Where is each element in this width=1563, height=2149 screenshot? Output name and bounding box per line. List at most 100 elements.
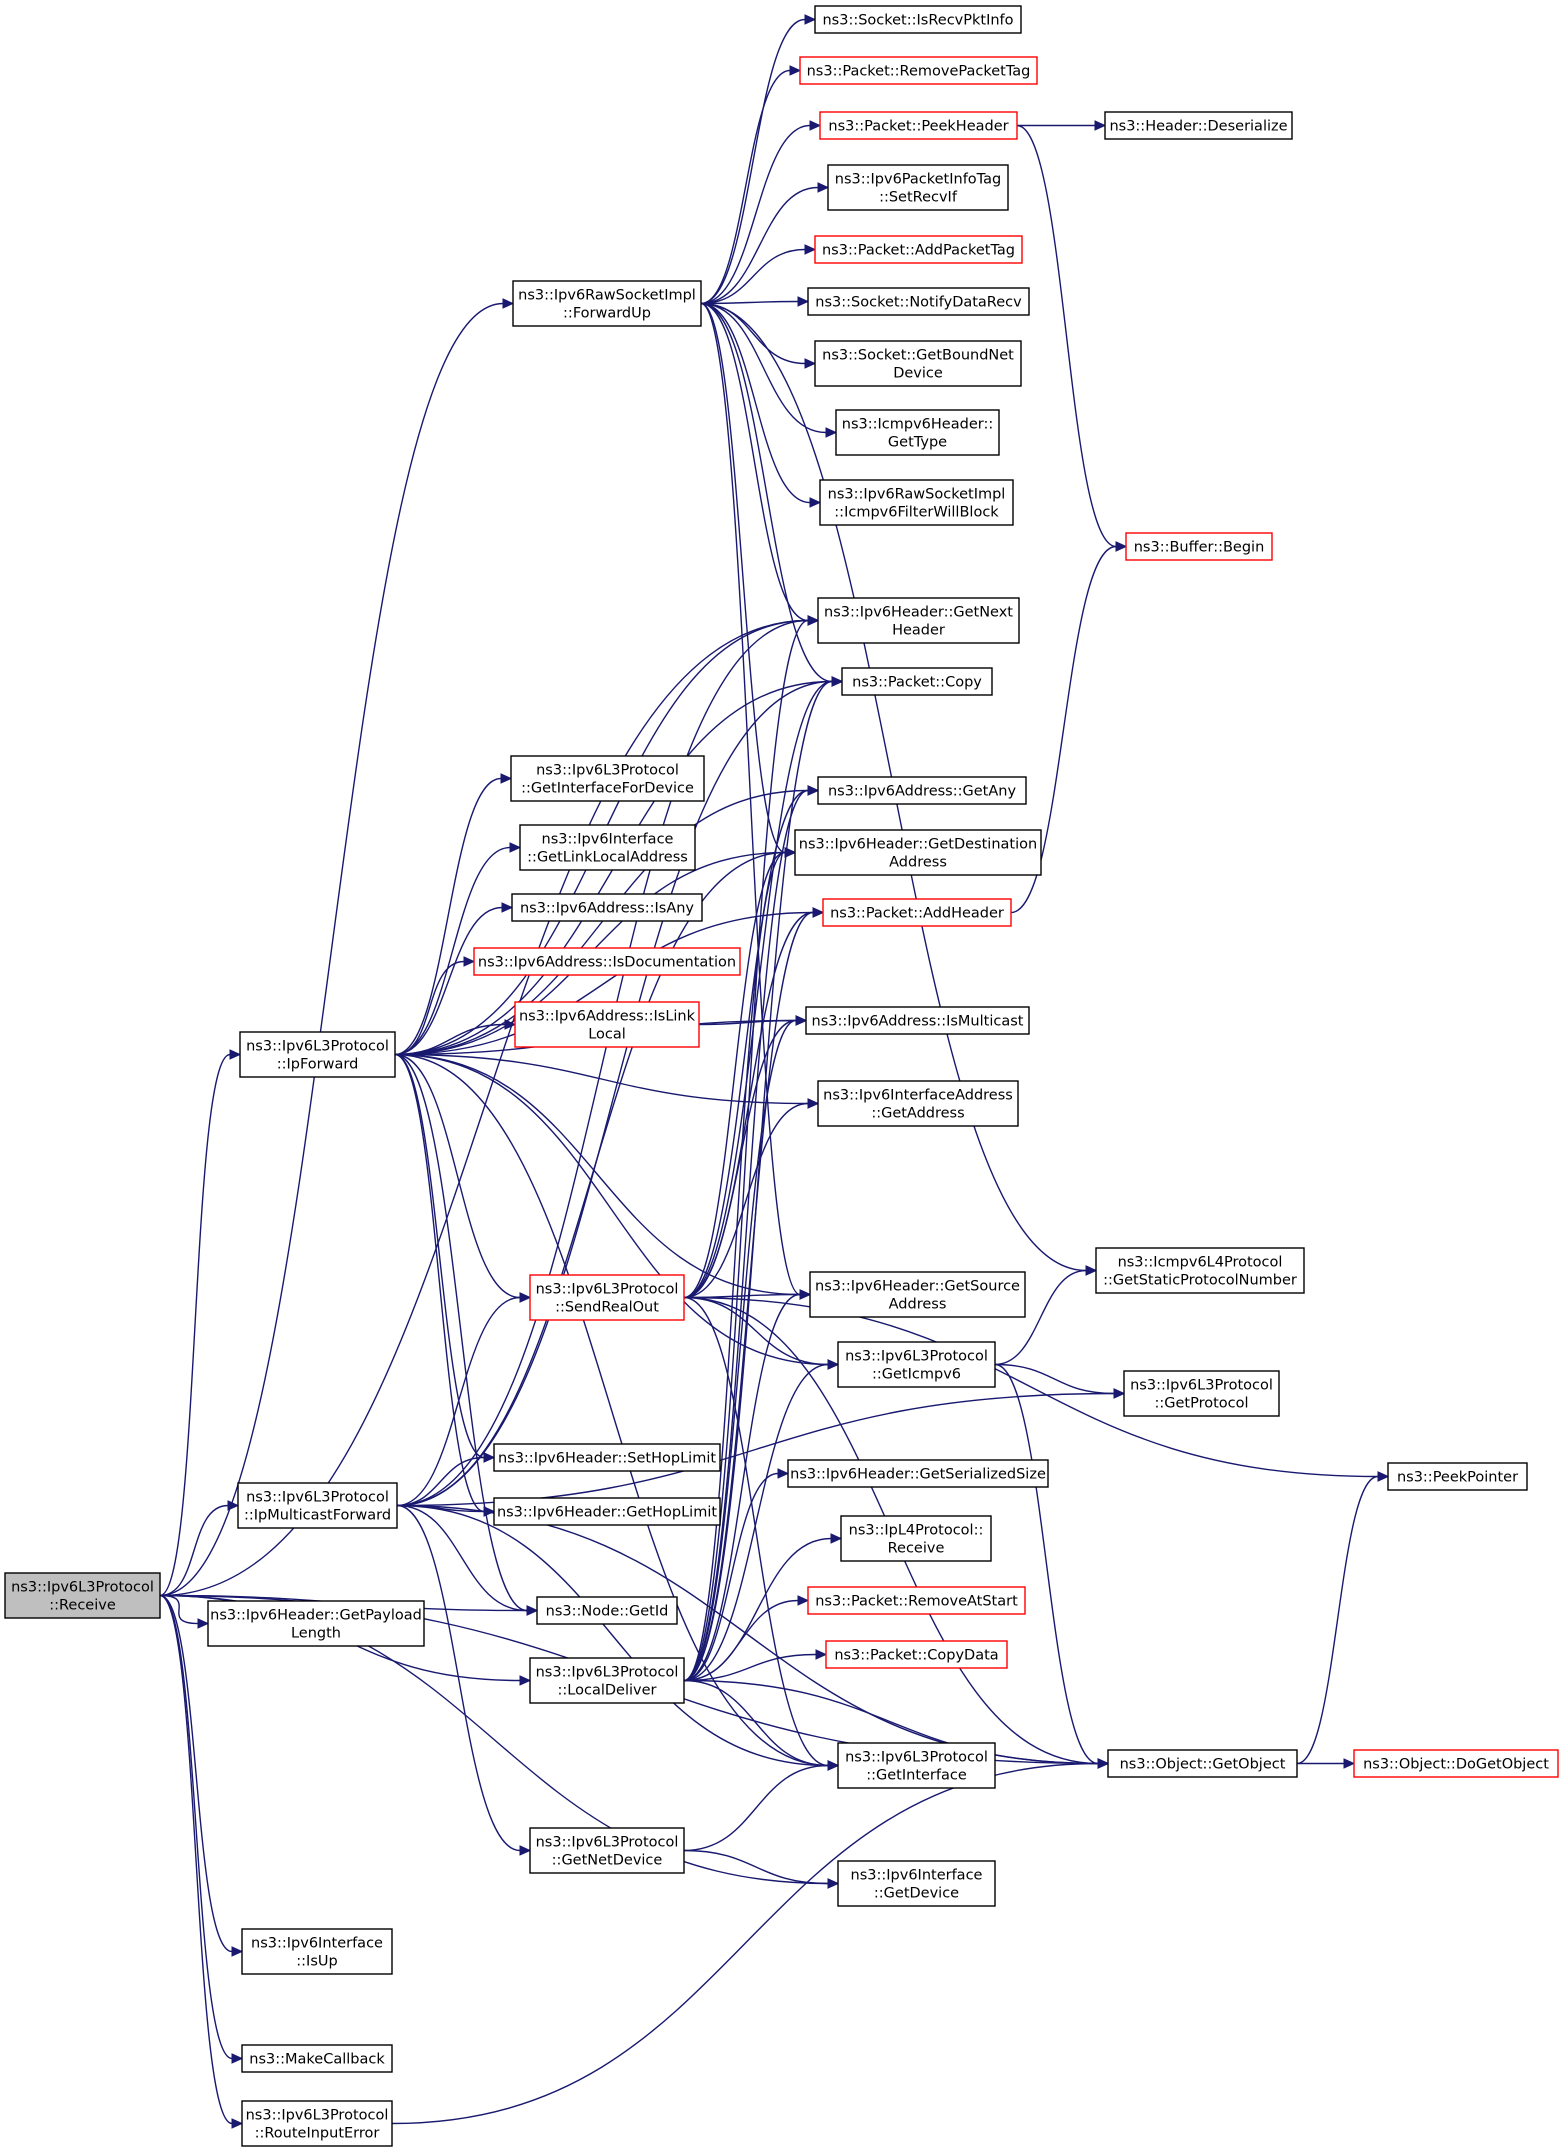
node-ipmcforward[interactable]: ns3::Ipv6L3Protocol::IpMulticastForward: [237, 1482, 398, 1529]
node-box[interactable]: [239, 1031, 396, 1078]
node-box[interactable]: [510, 755, 705, 802]
node-isany[interactable]: ns3::Ipv6Address::IsAny: [511, 893, 703, 922]
node-box[interactable]: [840, 1515, 992, 1562]
node-box[interactable]: [241, 1928, 393, 1975]
node-box[interactable]: [512, 280, 702, 327]
node-getinterface[interactable]: ns3::Ipv6L3Protocol::GetInterface: [837, 1742, 996, 1789]
node-box[interactable]: [241, 2044, 393, 2073]
node-getifacefordevice[interactable]: ns3::Ipv6L3Protocol::GetInterfaceForDevi…: [510, 755, 705, 802]
node-localdeliver[interactable]: ns3::Ipv6L3Protocol::LocalDeliver: [529, 1657, 685, 1704]
node-box[interactable]: [493, 1443, 721, 1472]
node-bufferbegin[interactable]: ns3::Buffer::Begin: [1125, 532, 1273, 561]
node-box[interactable]: [841, 667, 993, 696]
node-icmpgettype[interactable]: ns3::Icmpv6Header::GetType: [835, 409, 1000, 456]
node-box[interactable]: [817, 597, 1020, 644]
node-getany[interactable]: ns3::Ipv6Address::GetAny: [817, 776, 1027, 805]
node-box[interactable]: [1353, 1749, 1559, 1778]
node-box[interactable]: [819, 479, 1014, 526]
node-ifaceaddrget[interactable]: ns3::Ipv6InterfaceAddress::GetAddress: [817, 1080, 1019, 1127]
node-geticmpv6[interactable]: ns3::Ipv6L3Protocol::GetIcmpv6: [837, 1341, 996, 1388]
node-box[interactable]: [4, 1572, 161, 1619]
node-box[interactable]: [493, 1497, 721, 1526]
node-forwardup[interactable]: ns3::Ipv6RawSocketImpl::ForwardUp: [512, 280, 702, 327]
node-box[interactable]: [807, 1586, 1026, 1615]
node-ismulticast[interactable]: ns3::Ipv6Address::IsMulticast: [805, 1006, 1030, 1035]
node-box[interactable]: [1123, 1370, 1280, 1417]
node-box[interactable]: [237, 1482, 398, 1529]
node-box[interactable]: [822, 898, 1012, 927]
node-l4receive[interactable]: ns3::IpL4Protocol::Receive: [840, 1515, 992, 1562]
node-box[interactable]: [1095, 1247, 1305, 1294]
node-box[interactable]: [827, 164, 1009, 211]
node-box[interactable]: [514, 1001, 700, 1048]
node-box[interactable]: [837, 1742, 996, 1789]
node-box[interactable]: [529, 1274, 685, 1321]
node-box[interactable]: [809, 1271, 1026, 1318]
node-box[interactable]: [1387, 1462, 1528, 1491]
node-box[interactable]: [819, 111, 1018, 140]
node-getprotocol[interactable]: ns3::Ipv6L3Protocol::GetProtocol: [1123, 1370, 1280, 1417]
node-getid[interactable]: ns3::Node::GetId: [536, 1596, 678, 1625]
node-box[interactable]: [207, 1600, 425, 1647]
node-packetcopy[interactable]: ns3::Packet::Copy: [841, 667, 993, 696]
node-routeinputerror[interactable]: ns3::Ipv6L3Protocol::RouteInputError: [241, 2100, 393, 2147]
node-box[interactable]: [817, 1080, 1019, 1127]
node-box[interactable]: [817, 776, 1027, 805]
node-ifacegetdevice[interactable]: ns3::Ipv6Interface::GetDevice: [837, 1860, 996, 1907]
node-getlinklocal[interactable]: ns3::Ipv6Interface::GetLinkLocalAddress: [519, 824, 696, 871]
node-sendrealout[interactable]: ns3::Ipv6L3Protocol::SendRealOut: [529, 1274, 685, 1321]
node-removeatstart[interactable]: ns3::Packet::RemoveAtStart: [807, 1586, 1026, 1615]
node-box[interactable]: [805, 1006, 1030, 1035]
node-getstaticproto[interactable]: ns3::Icmpv6L4Protocol::GetStaticProtocol…: [1095, 1247, 1305, 1294]
node-box[interactable]: [814, 340, 1022, 387]
node-icmpfilter[interactable]: ns3::Ipv6RawSocketImpl::Icmpv6FilterWill…: [819, 479, 1014, 526]
node-copydata[interactable]: ns3::Packet::CopyData: [825, 1640, 1008, 1669]
node-notifydatarecv[interactable]: ns3::Socket::NotifyDataRecv: [807, 287, 1030, 316]
node-dogetobject[interactable]: ns3::Object::DoGetObject: [1353, 1749, 1559, 1778]
node-setrecvif[interactable]: ns3::Ipv6PacketInfoTag::SetRecvIf: [827, 164, 1009, 211]
node-isup[interactable]: ns3::Ipv6Interface::IsUp: [241, 1928, 393, 1975]
node-box[interactable]: [1104, 111, 1293, 140]
node-box[interactable]: [807, 287, 1030, 316]
node-isdoc[interactable]: ns3::Ipv6Address::IsDocumentation: [473, 947, 741, 976]
node-box[interactable]: [536, 1596, 678, 1625]
node-box[interactable]: [799, 56, 1038, 85]
node-box[interactable]: [825, 1640, 1008, 1669]
node-getobject[interactable]: ns3::Object::GetObject: [1107, 1749, 1298, 1778]
node-box[interactable]: [835, 409, 1000, 456]
node-box[interactable]: [787, 1459, 1049, 1488]
node-ipforward[interactable]: ns3::Ipv6L3Protocol::IpForward: [239, 1031, 396, 1078]
node-sethoplimit[interactable]: ns3::Ipv6Header::SetHopLimit: [493, 1443, 721, 1472]
node-box[interactable]: [1125, 532, 1273, 561]
node-getserialsize[interactable]: ns3::Ipv6Header::GetSerializedSize: [787, 1459, 1049, 1488]
node-addpackettag[interactable]: ns3::Packet::AddPacketTag: [814, 235, 1023, 264]
node-addheader[interactable]: ns3::Packet::AddHeader: [822, 898, 1012, 927]
node-isrecvpktinfo[interactable]: ns3::Socket::IsRecvPktInfo: [814, 5, 1022, 34]
node-box[interactable]: [241, 2100, 393, 2147]
node-removepackettag[interactable]: ns3::Packet::RemovePacketTag: [799, 56, 1038, 85]
node-box[interactable]: [511, 893, 703, 922]
node-box[interactable]: [837, 1860, 996, 1907]
node-peekpointer[interactable]: ns3::PeekPointer: [1387, 1462, 1528, 1491]
node-box[interactable]: [529, 1657, 685, 1704]
node-box[interactable]: [473, 947, 741, 976]
node-box[interactable]: [1107, 1749, 1298, 1778]
node-box[interactable]: [794, 829, 1042, 876]
node-box[interactable]: [837, 1341, 996, 1388]
node-makecallback[interactable]: ns3::MakeCallback: [241, 2044, 393, 2073]
node-box[interactable]: [519, 824, 696, 871]
node-hdrdeserialize[interactable]: ns3::Header::Deserialize: [1104, 111, 1293, 140]
node-receive[interactable]: ns3::Ipv6L3Protocol::Receive: [4, 1572, 161, 1619]
node-box[interactable]: [529, 1827, 685, 1874]
node-box[interactable]: [814, 5, 1022, 34]
node-peekheader[interactable]: ns3::Packet::PeekHeader: [819, 111, 1018, 140]
node-gethoplimit[interactable]: ns3::Ipv6Header::GetHopLimit: [493, 1497, 721, 1526]
node-getnetdevice[interactable]: ns3::Ipv6L3Protocol::GetNetDevice: [529, 1827, 685, 1874]
node-box[interactable]: [814, 235, 1023, 264]
